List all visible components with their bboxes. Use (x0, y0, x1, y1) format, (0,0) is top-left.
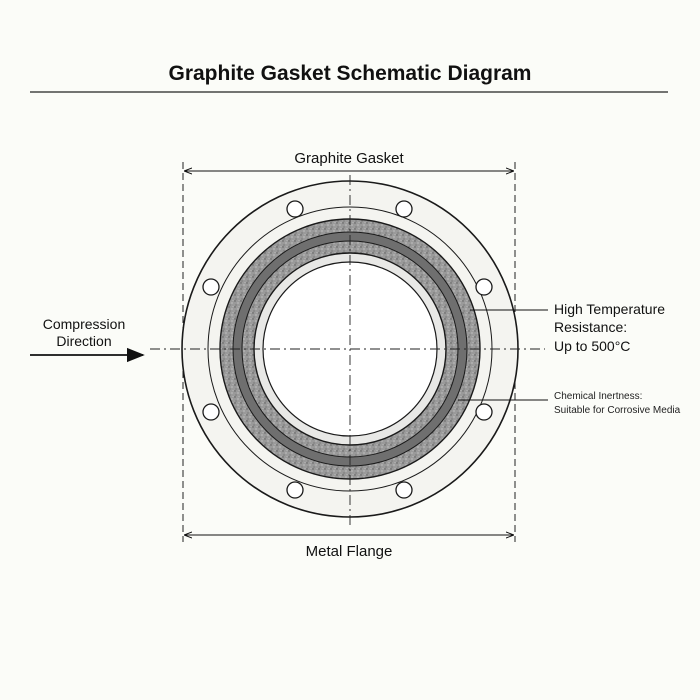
bottom-dimension-label: Metal Flange (306, 543, 393, 560)
top-dimension-label: Graphite Gasket (294, 150, 404, 167)
diagram-title: Graphite Gasket Schematic Diagram (169, 62, 532, 85)
high-temp-label-line1: High Temperature (554, 301, 665, 317)
bolt-hole (395, 200, 413, 218)
high-temp-label-line3: Up to 500°C (554, 338, 630, 354)
bolt-hole (286, 481, 304, 499)
bolt-hole (202, 278, 220, 296)
compression-label-line2: Direction (56, 333, 111, 349)
bolt-hole (475, 278, 493, 296)
bolt-hole (475, 403, 493, 421)
bolt-hole (395, 481, 413, 499)
chemical-label-line1: Chemical Inertness: (554, 391, 642, 402)
bolt-holes (202, 200, 493, 499)
high-temp-label-line2: Resistance: (554, 319, 627, 335)
bolt-hole (202, 403, 220, 421)
bolt-hole (286, 200, 304, 218)
chemical-label-line2: Suitable for Corrosive Media (554, 405, 681, 416)
compression-label-line1: Compression (43, 316, 125, 332)
